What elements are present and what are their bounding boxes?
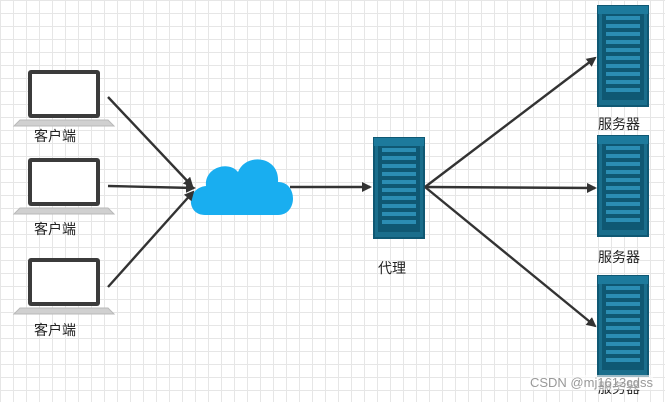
server-icon-2 <box>597 135 649 237</box>
server-label-1: 服务器 <box>598 117 640 133</box>
client-label-3: 客户端 <box>34 323 76 339</box>
arrow-client3-cloud <box>107 190 195 288</box>
client-laptop-icon-2 <box>13 157 115 215</box>
server-label-2: 服务器 <box>598 250 640 266</box>
arrow-proxy-server3 <box>424 186 597 328</box>
arrow-client2-cloud <box>107 182 196 193</box>
arrow-proxy-server2 <box>424 182 597 193</box>
client-label-1: 客户端 <box>34 129 76 145</box>
proxy-label: 代理 <box>378 261 406 277</box>
watermark: CSDN @mj1613cdss <box>529 375 653 390</box>
server-icon-3 <box>597 275 649 377</box>
client-label-2: 客户端 <box>34 222 76 238</box>
client-laptop-icon-1 <box>13 69 115 127</box>
cloud-icon <box>190 159 293 215</box>
arrow-proxy-server1 <box>424 56 597 188</box>
client-laptop-icon-3 <box>13 257 115 315</box>
proxy-server-icon <box>373 137 425 239</box>
server-icon-1 <box>597 5 649 107</box>
arrow-client1-cloud <box>107 96 194 188</box>
